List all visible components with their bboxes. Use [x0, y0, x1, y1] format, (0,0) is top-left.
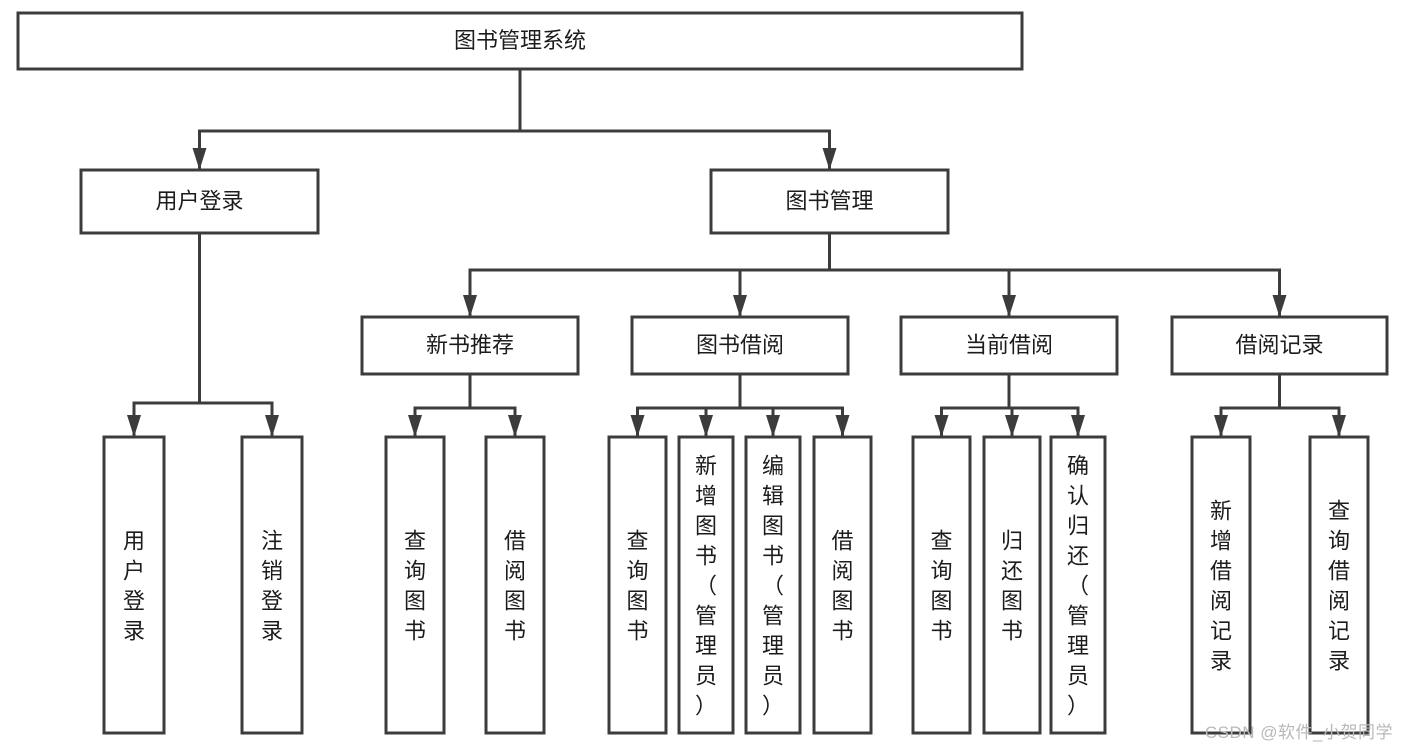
- node-label: 查询图书: [404, 528, 426, 643]
- node-layer: 图书管理系统用户登录图书管理新书推荐图书借阅当前借阅借阅记录用户登录注销登录查询…: [16, 11, 1389, 735]
- edge-group-l3_1: [630, 372, 850, 439]
- node-label: 用户登录: [123, 528, 145, 643]
- node-leaf_6[interactable]: 编辑图书（管理员）: [744, 435, 802, 735]
- node-label: 注销登录: [261, 528, 283, 643]
- node-label: 借阅图书: [504, 528, 526, 643]
- node-box[interactable]: [1049, 435, 1107, 735]
- arrow-head-icon: [822, 148, 837, 170]
- arrow-head-icon: [1002, 295, 1016, 317]
- arrow-head-icon: [265, 415, 279, 437]
- node-label: 借阅记录: [1235, 332, 1323, 357]
- edge-layer: [127, 67, 1346, 439]
- node-box[interactable]: [240, 435, 304, 735]
- watermark-text: CSDN @软件_小贺同学: [1204, 723, 1393, 742]
- node-leaf_5[interactable]: 新增图书（管理员）: [677, 435, 735, 735]
- node-box[interactable]: [899, 315, 1119, 376]
- node-label: 新增图书（管理员）: [695, 453, 717, 718]
- node-leaf_4[interactable]: 查询图书: [607, 435, 668, 735]
- arrow-head-icon: [733, 295, 747, 317]
- node-label: 借阅图书: [831, 528, 853, 643]
- node-l3_2[interactable]: 当前借阅: [899, 315, 1119, 376]
- node-label: 编辑图书（管理员）: [762, 453, 784, 718]
- node-root[interactable]: 图书管理系统: [16, 11, 1024, 71]
- arrow-head-icon: [192, 148, 207, 170]
- node-label: 新书推荐: [426, 332, 514, 357]
- node-leaf_10[interactable]: 确认归还（管理员）: [1049, 435, 1107, 735]
- node-label: 图书借阅: [696, 332, 784, 357]
- node-box[interactable]: [1170, 315, 1389, 376]
- node-leaf_1[interactable]: 注销登录: [240, 435, 304, 735]
- arrow-head-icon: [463, 295, 477, 317]
- node-leaf_2[interactable]: 查询图书: [384, 435, 446, 735]
- arrow-head-icon: [1071, 415, 1085, 437]
- arrow-head-icon: [1214, 415, 1228, 437]
- node-box[interactable]: [744, 435, 802, 735]
- edge-group-l3_2: [934, 372, 1085, 439]
- node-l2_0[interactable]: 用户登录: [79, 168, 320, 235]
- node-label: 用户登录: [155, 188, 243, 213]
- node-label: 确认归还（管理员）: [1067, 453, 1089, 718]
- arrow-head-icon: [1332, 415, 1346, 437]
- edge-group-l3_0: [408, 372, 522, 439]
- arrow-head-icon: [766, 415, 780, 437]
- node-box[interactable]: [677, 435, 735, 735]
- node-leaf_7[interactable]: 借阅图书: [812, 435, 873, 735]
- node-box[interactable]: [79, 168, 320, 235]
- edge-group-l3_3: [1214, 372, 1346, 439]
- node-label: 当前借阅: [965, 332, 1053, 357]
- arrow-head-icon: [408, 415, 422, 437]
- arrow-head-icon: [127, 415, 141, 437]
- arrow-head-icon: [835, 415, 850, 437]
- edge-group-l2_0: [127, 231, 279, 439]
- arrow-head-icon: [1272, 295, 1287, 317]
- node-box[interactable]: [384, 435, 446, 735]
- node-label: 查询图书: [930, 528, 952, 643]
- node-box[interactable]: [1190, 435, 1252, 735]
- node-box[interactable]: [607, 435, 668, 735]
- node-leaf_9[interactable]: 归还图书: [982, 435, 1042, 735]
- arrow-head-icon: [1005, 415, 1019, 437]
- node-label: 归还图书: [1001, 528, 1023, 643]
- edge-group-root: [192, 67, 837, 172]
- node-l3_3[interactable]: 借阅记录: [1170, 315, 1389, 376]
- node-label: 图书管理系统: [454, 28, 586, 53]
- arrow-head-icon: [934, 415, 949, 437]
- node-label: 图书管理: [785, 188, 873, 213]
- node-box[interactable]: [911, 435, 972, 735]
- node-leaf_8[interactable]: 查询图书: [911, 435, 972, 735]
- node-box[interactable]: [484, 435, 546, 735]
- arrow-head-icon: [630, 415, 645, 437]
- node-box[interactable]: [16, 11, 1024, 71]
- node-leaf_11[interactable]: 新增借阅记录: [1190, 435, 1252, 735]
- node-l3_0[interactable]: 新书推荐: [360, 315, 580, 376]
- edge-group-l2_1: [463, 231, 1287, 319]
- node-box[interactable]: [709, 168, 950, 235]
- node-box[interactable]: [102, 435, 166, 735]
- node-label: 查询借阅记录: [1328, 498, 1350, 673]
- node-box[interactable]: [360, 315, 580, 376]
- node-l2_1[interactable]: 图书管理: [709, 168, 950, 235]
- node-l3_1[interactable]: 图书借阅: [630, 315, 850, 376]
- node-box[interactable]: [812, 435, 873, 735]
- node-leaf_0[interactable]: 用户登录: [102, 435, 166, 735]
- node-box[interactable]: [630, 315, 850, 376]
- node-leaf_3[interactable]: 借阅图书: [484, 435, 546, 735]
- node-label: 查询图书: [626, 528, 648, 643]
- node-label: 新增借阅记录: [1210, 498, 1232, 673]
- arrow-head-icon: [699, 415, 713, 437]
- arrow-head-icon: [508, 415, 522, 437]
- node-box[interactable]: [982, 435, 1042, 735]
- node-leaf_12[interactable]: 查询借阅记录: [1308, 435, 1370, 735]
- node-box[interactable]: [1308, 435, 1370, 735]
